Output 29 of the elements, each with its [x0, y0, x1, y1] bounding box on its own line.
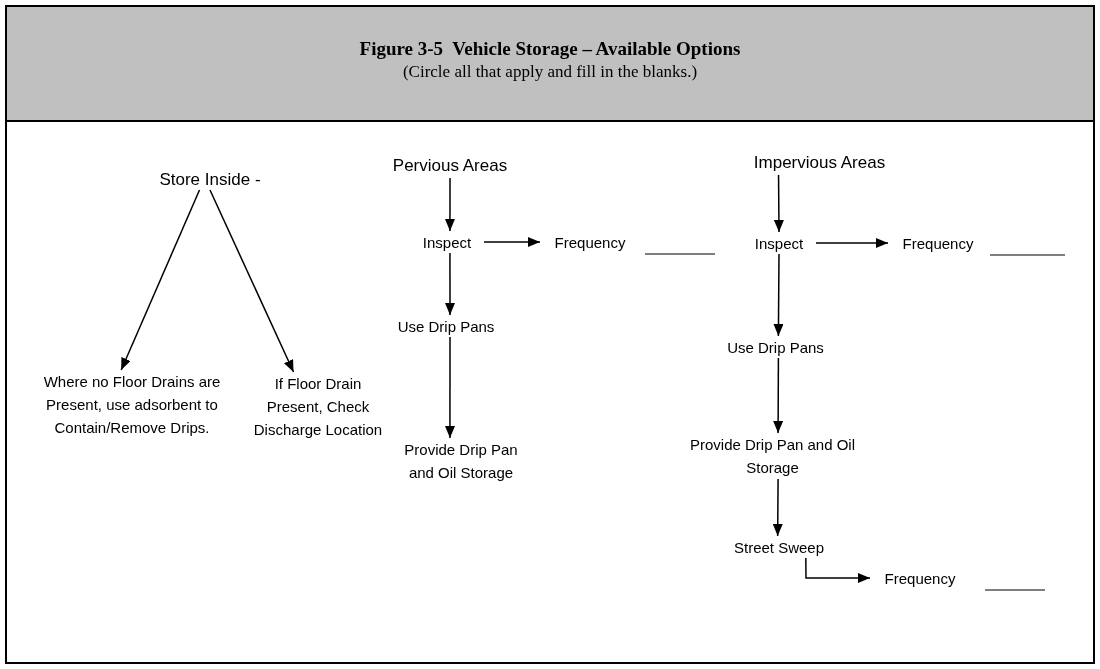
- arrow: [444, 177, 455, 232]
- arrow: [815, 238, 889, 248]
- step-text: Frequency: [870, 567, 970, 589]
- step-text: Pervious Areas: [365, 154, 535, 178]
- step-text: Provide Drip Pan and Oil Storage: [392, 438, 530, 508]
- arrow: [805, 557, 871, 583]
- arrow: [120, 189, 201, 371]
- arrow: [773, 357, 784, 434]
- arrow: [483, 237, 541, 247]
- step-text: Use Drip Pans: [703, 336, 848, 358]
- arrow: [773, 253, 784, 337]
- arrow: [444, 336, 455, 439]
- step-text: Impervious Areas: [722, 151, 917, 175]
- step-text: Provide Drip Pan and Oil Storage: [665, 433, 880, 479]
- step-text: Inspect: [742, 232, 816, 254]
- figure-title: Figure 3-5 Vehicle Storage – Available Options: [359, 37, 741, 61]
- step-text: Where no Floor Drains are Present, use adsorbent to Contain/Remove Drips.: [42, 370, 222, 510]
- step-text: Frequency: [888, 232, 988, 254]
- step-text: Inspect: [410, 231, 484, 253]
- step-text: If Floor Drain Present, Check Discharge Location: [246, 372, 390, 487]
- step-text: Street Sweep: [712, 536, 846, 558]
- arrow: [772, 478, 783, 537]
- step-text: Frequency: [540, 231, 640, 253]
- step-text: Store Inside -: [135, 168, 285, 190]
- instruction-text: (Circle all that apply and fill in the blanks.): [402, 61, 698, 83]
- step-text: Use Drip Pans: [372, 315, 520, 337]
- arrow: [209, 189, 295, 373]
- arrow: [773, 174, 784, 233]
- arrow: [445, 252, 455, 316]
